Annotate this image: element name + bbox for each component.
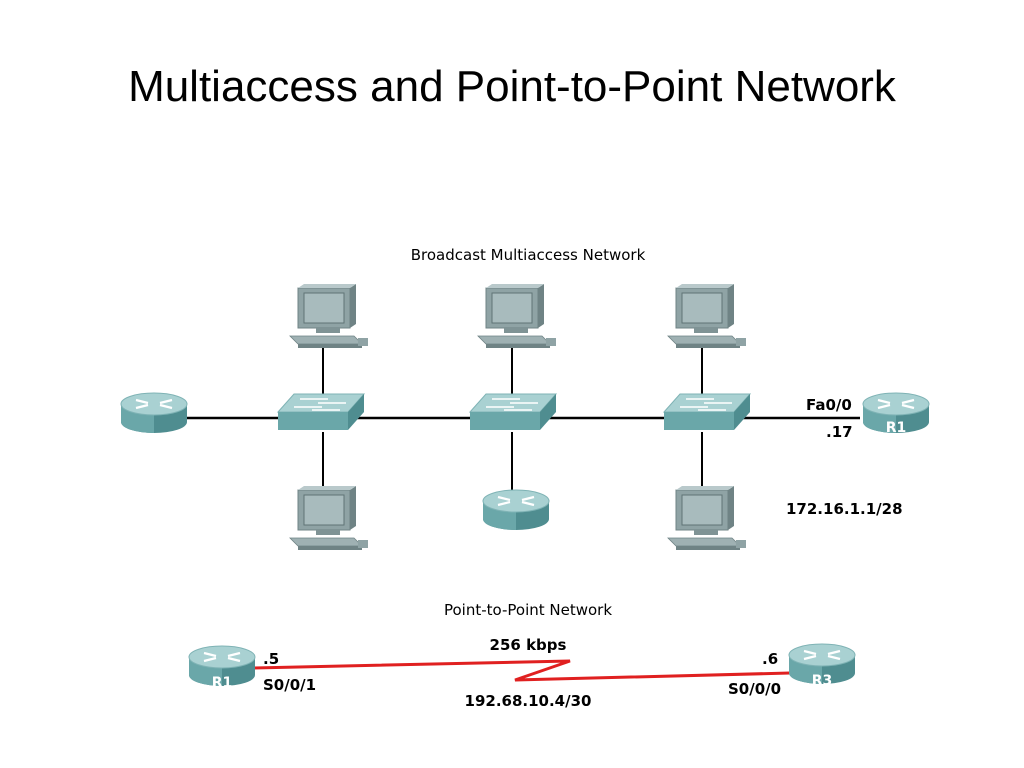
p2p-network-title: Point-to-Point Network <box>444 601 612 619</box>
serial-link <box>252 659 791 682</box>
switch-icon <box>469 393 557 431</box>
r1-interface-label: Fa0/0 <box>806 396 852 414</box>
router-icon <box>119 391 189 435</box>
router-icon <box>481 488 551 532</box>
pc-icon <box>289 485 369 551</box>
p2p-left-interface-label: S0/0/1 <box>263 676 316 694</box>
p2p-left-router-label: R1 <box>212 675 233 691</box>
p2p-left-host-label: .5 <box>263 650 279 668</box>
p2p-subnet-label: 192.68.10.4/30 <box>465 692 592 710</box>
p2p-right-router-label: R3 <box>812 673 833 689</box>
pc-icon <box>477 283 557 349</box>
p2p-bandwidth-label: 256 kbps <box>490 636 567 654</box>
pc-icon <box>289 283 369 349</box>
pc-icon <box>667 485 747 551</box>
r1-host-label: .17 <box>826 423 853 441</box>
broadcast-subnet-label: 172.16.1.1/28 <box>786 500 903 518</box>
switch-icon <box>663 393 751 431</box>
slide-title: Multiaccess and Point-to-Point Network <box>128 62 896 111</box>
pc-icon <box>667 283 747 349</box>
p2p-right-host-label: .6 <box>762 650 778 668</box>
broadcast-network-title: Broadcast Multiaccess Network <box>411 246 646 264</box>
p2p-right-interface-label: S0/0/0 <box>728 680 781 698</box>
switch-icon <box>277 393 365 431</box>
broadcast-r1-label: R1 <box>886 420 907 436</box>
